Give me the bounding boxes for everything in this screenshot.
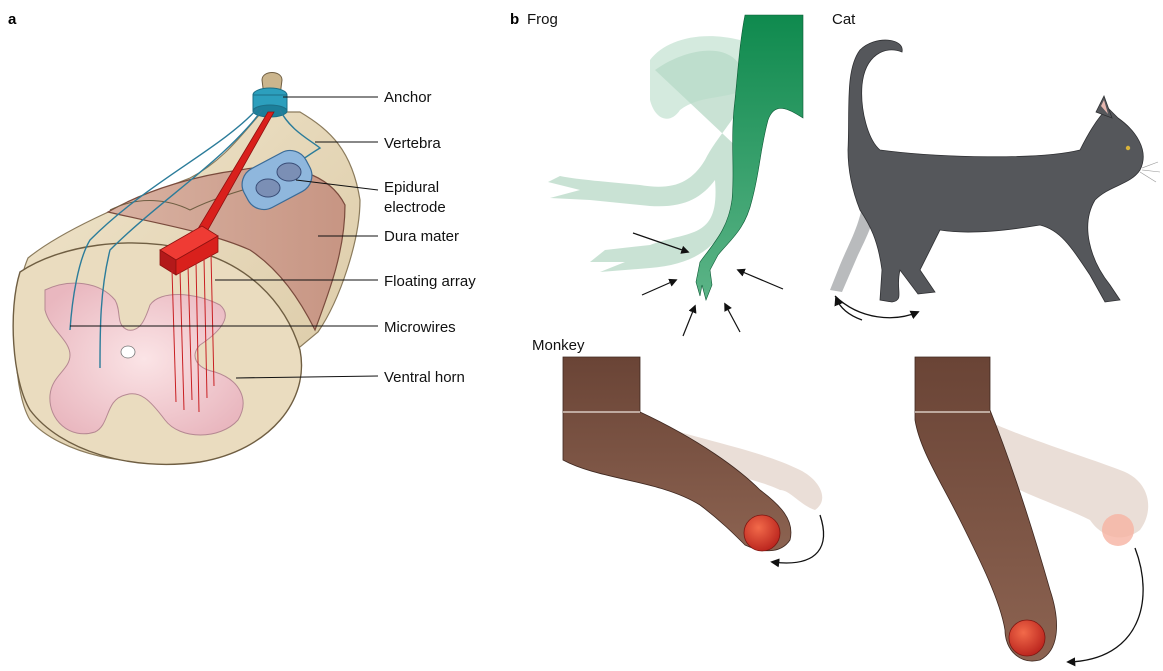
label-vertebra: Vertebra bbox=[384, 135, 441, 152]
label-anchor: Anchor bbox=[384, 89, 432, 106]
label-cat: Cat bbox=[832, 11, 856, 28]
monkey-arm-right bbox=[915, 357, 1148, 662]
monkey-ball-2 bbox=[1009, 620, 1045, 656]
label-floating-array: Floating array bbox=[384, 273, 476, 290]
labels-a: Anchor Vertebra Epidural electrode Dura … bbox=[384, 89, 476, 386]
label-frog: Frog bbox=[527, 11, 558, 28]
label-dura-mater: Dura mater bbox=[384, 228, 459, 245]
label-microwires: Microwires bbox=[384, 319, 456, 336]
central-canal bbox=[121, 346, 135, 358]
panel-a-letter: a bbox=[8, 11, 17, 28]
monkey-arm-left bbox=[563, 357, 824, 563]
cat-illustration bbox=[830, 40, 1160, 320]
label-epidural-line2: electrode bbox=[384, 199, 446, 216]
monkey-motion-arrow-right bbox=[1068, 548, 1143, 662]
cat-whiskers bbox=[1140, 162, 1160, 182]
spinal-cord-illustration bbox=[13, 73, 360, 465]
cat-motion-arrow bbox=[835, 296, 918, 318]
label-monkey: Monkey bbox=[532, 337, 585, 354]
label-epidural-line1: Epidural bbox=[384, 179, 439, 196]
label-ventral-horn: Ventral horn bbox=[384, 369, 465, 386]
monkey-ball bbox=[744, 515, 780, 551]
frog-illustration bbox=[548, 15, 803, 336]
panel-b-letter: b bbox=[510, 11, 519, 28]
cat-body bbox=[848, 40, 1143, 302]
